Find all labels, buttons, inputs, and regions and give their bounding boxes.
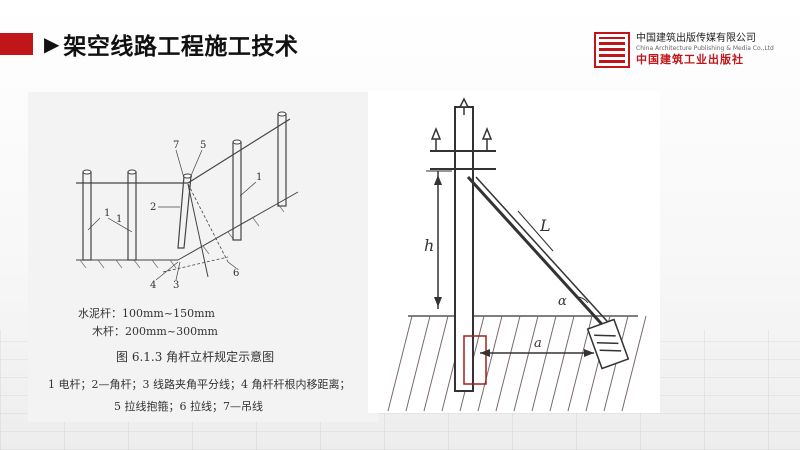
publisher-name-en: China Architecture Publishing & Media Co…	[636, 45, 774, 52]
figure-guy-wire-diagram: h L α a	[368, 91, 660, 413]
publisher-emblem-icon	[594, 32, 630, 68]
angle-pole-drawing: 7 5 2 6 4 3 1 1 1 水泥杆：100mm~150mm 木杆：200…	[48, 111, 350, 413]
figure-caption: 图 6.1.3 角杆立杆规定示意图	[116, 349, 274, 364]
label-7: 7	[173, 140, 179, 151]
label-5: 5	[200, 140, 206, 151]
figure-legend-line-2: 5 拉线抱箍；6 拉线；7—吊线	[114, 399, 263, 413]
spec-cement-pole: 水泥杆：100mm~150mm	[78, 306, 215, 320]
label-3: 3	[173, 280, 179, 291]
figure-legend-line-1: 1 电杆；2—角杆；3 线路夹角平分线；4 角杆杆根内移距离；	[48, 377, 350, 391]
label-h: h	[424, 236, 434, 255]
label-L: L	[539, 216, 551, 235]
pole-label-1a: 1	[104, 208, 110, 219]
publisher-sub-cn: 中国建筑工业出版社	[636, 53, 744, 66]
spec-wood-pole: 木杆：200mm~300mm	[92, 324, 218, 338]
publisher-text: 中国建筑出版传媒有限公司 China Architecture Publishi…	[636, 33, 774, 67]
red-accent-bar	[0, 33, 33, 55]
pole-label-1b: 1	[256, 172, 262, 183]
slide-title: 架空线路工程施工技术	[63, 34, 299, 60]
arrow-icon: ▶	[44, 32, 60, 56]
label-a: a	[534, 336, 542, 351]
publisher-name-cn: 中国建筑出版传媒有限公司	[636, 33, 756, 44]
label-alpha: α	[558, 294, 567, 309]
slide-header: ▶ 架空线路工程施工技术	[44, 30, 299, 60]
label-2: 2	[150, 202, 156, 213]
guy-wire-drawing: h L α a	[387, 97, 647, 412]
publisher-logo: 中国建筑出版传媒有限公司 China Architecture Publishi…	[594, 28, 794, 72]
figure-angle-pole-diagram: 7 5 2 6 4 3 1 1 1 水泥杆：100mm~150mm 木杆：200…	[28, 92, 378, 422]
pole-label-1c: 1	[116, 214, 122, 225]
label-4: 4	[150, 280, 156, 291]
label-6: 6	[233, 268, 239, 279]
